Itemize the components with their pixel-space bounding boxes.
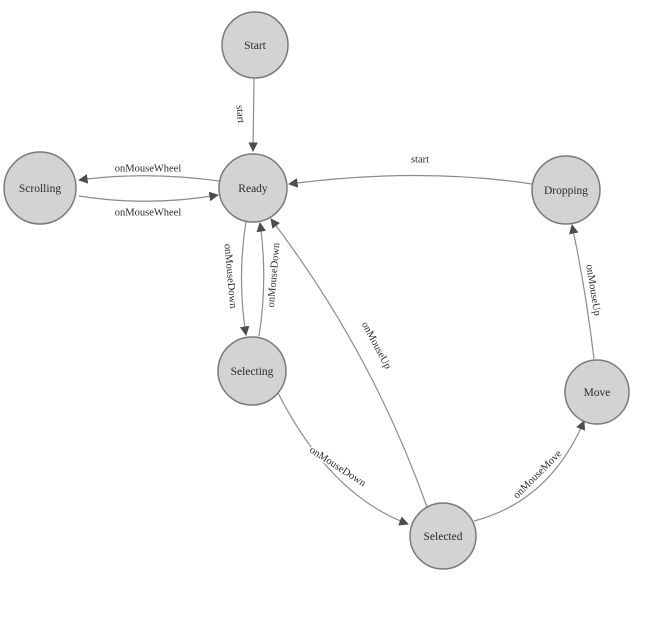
edge-dropping-to-ready[interactable] [288, 174, 533, 188]
node-circle-selecting[interactable] [217, 336, 287, 406]
edge-label-selecting-to-ready: onMouseDown [266, 242, 283, 308]
edge-ready-to-selecting[interactable] [239, 220, 250, 336]
node-dropping[interactable]: Dropping [531, 155, 601, 225]
edge-label-selecting-to-selected: onMouseDown [307, 445, 368, 490]
edge-label-start-to-ready: start [234, 105, 247, 124]
node-circle-start[interactable] [221, 11, 289, 79]
node-circle-scrolling[interactable] [3, 151, 77, 225]
node-circle-selected[interactable] [409, 502, 477, 570]
edge-label-selected-to-move: onMouseMove [511, 448, 564, 501]
edge-ready-to-scrolling[interactable] [78, 174, 220, 184]
node-start[interactable]: Start [221, 11, 289, 79]
edge-selected-to-move[interactable] [473, 420, 586, 522]
node-move[interactable]: Move [564, 359, 630, 425]
edge-selecting-to-ready[interactable] [256, 222, 266, 337]
node-selected[interactable]: Selected [409, 502, 477, 570]
edge-start-to-ready[interactable] [248, 78, 258, 152]
node-circle-dropping[interactable] [531, 155, 601, 225]
edge-label-scrolling-to-ready: onMouseWheel [115, 208, 182, 219]
edge-label-move-to-dropping: onMouseUp [583, 264, 602, 317]
edge-label-ready-to-scrolling: onMouseWheel [115, 164, 182, 175]
node-circle-move[interactable] [564, 359, 630, 425]
edge-label-ready-to-selecting: onMouseDown [222, 243, 239, 309]
edge-scrolling-to-ready[interactable] [78, 191, 219, 202]
edge-move-to-dropping[interactable] [569, 224, 595, 360]
edge-selected-to-ready[interactable] [270, 218, 428, 508]
node-ready[interactable]: Ready [218, 153, 288, 223]
node-circle-ready[interactable] [218, 153, 288, 223]
edges-layer [78, 78, 595, 526]
edge-selecting-to-selected[interactable] [277, 392, 409, 526]
node-selecting[interactable]: Selecting [217, 336, 287, 406]
node-scrolling[interactable]: Scrolling [3, 151, 77, 225]
edge-labels-layer: start onMouseWheel onMouseWheel start onMous… [113, 103, 604, 503]
edge-label-dropping-to-ready: start [411, 155, 429, 166]
